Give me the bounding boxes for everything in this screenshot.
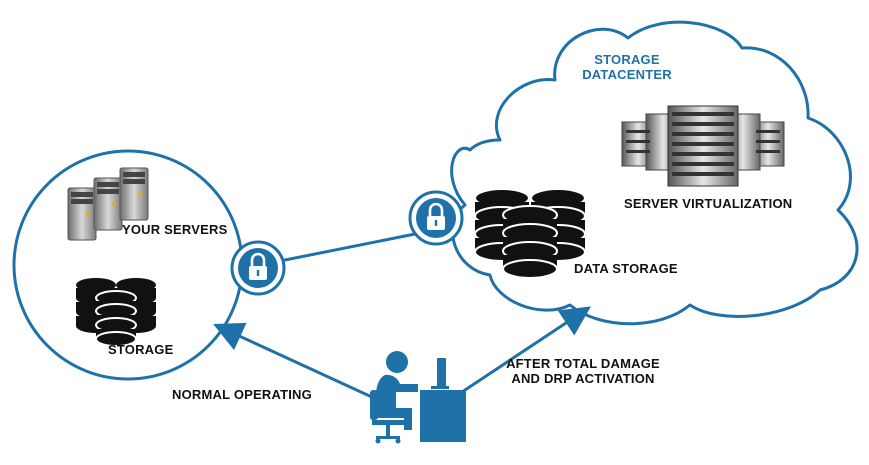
server-virtualization-label: SERVER VIRTUALIZATION — [624, 196, 793, 211]
storage-datacenter-label: STORAGE DATACENTER — [582, 52, 672, 82]
arrow-normal-operating — [213, 322, 375, 400]
database-icon — [474, 188, 586, 279]
monitor-icon — [437, 358, 446, 388]
person-at-desk-icon — [370, 351, 466, 444]
lock-icon — [230, 240, 286, 296]
storage-datacenter-line2: DATACENTER — [582, 67, 672, 82]
drp-activation-line1: AFTER TOTAL DAMAGE — [506, 356, 660, 371]
server-rack-icon — [621, 105, 785, 187]
drp-activation-line2: AND DRP ACTIVATION — [511, 371, 655, 386]
arrow-drp-activation — [461, 306, 591, 394]
your-servers-label: YOUR SERVERS — [122, 222, 228, 237]
server-stack-icon — [67, 167, 149, 241]
database-icon — [76, 278, 156, 347]
storage-label: STORAGE — [108, 342, 174, 357]
normal-operating-label: NORMAL OPERATING — [172, 387, 312, 402]
chair-icon — [370, 390, 404, 444]
lock-icon — [408, 190, 464, 246]
storage-datacenter-line1: STORAGE — [594, 52, 660, 67]
drp-activation-label: AFTER TOTAL DAMAGE AND DRP ACTIVATION — [498, 356, 668, 386]
data-storage-label: DATA STORAGE — [574, 261, 678, 276]
